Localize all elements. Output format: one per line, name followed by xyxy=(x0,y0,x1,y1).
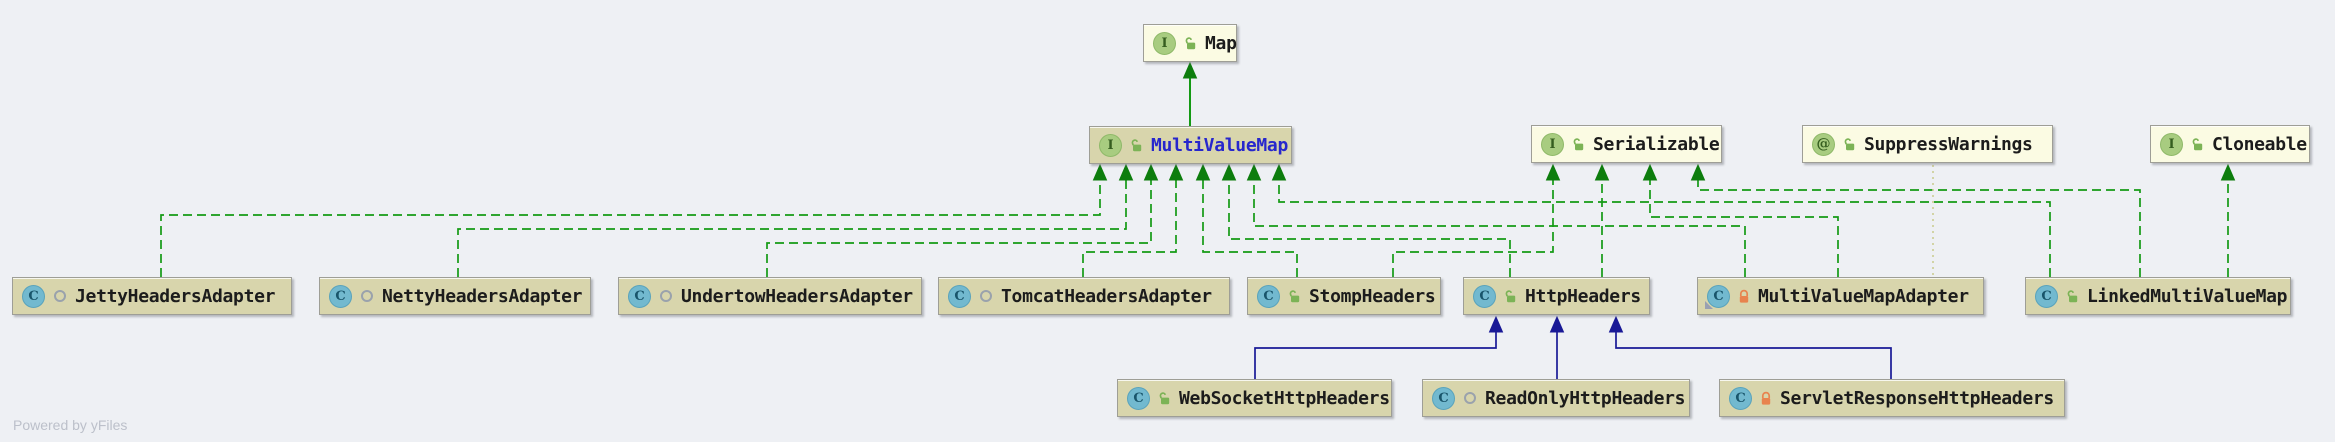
interface-icon: I xyxy=(1541,132,1564,156)
class-icon: C xyxy=(1127,386,1150,410)
edge-multivaluemap-extends-map[interactable] xyxy=(1182,61,1198,126)
yfiles-watermark: Powered by yFiles xyxy=(13,417,128,433)
node-label: Serializable xyxy=(1593,133,1720,155)
node-suppresswarnings[interactable]: @ SuppressWarnings xyxy=(1802,125,2053,163)
edge-multivaluemapadapter-implements-multivaluemap[interactable] xyxy=(1246,163,1746,277)
node-httpheaders[interactable]: C HttpHeaders xyxy=(1463,277,1650,315)
edge-websockethttpheaders-extends-httpheaders[interactable] xyxy=(1254,315,1504,379)
node-multivaluemap[interactable]: I MultiValueMap xyxy=(1089,126,1292,164)
node-undertowheadersadapter[interactable]: C UndertowHeadersAdapter xyxy=(618,277,922,315)
node-label: StompHeaders xyxy=(1309,285,1436,307)
edge-undertowheadersadapter-implements-multivaluemap[interactable] xyxy=(766,163,1159,277)
edge-readonlyhttpheaders-extends-httpheaders[interactable] xyxy=(1549,315,1565,379)
edge-linkedmultivaluemap-implements-cloneable[interactable] xyxy=(2220,163,2236,277)
node-websockethttpheaders[interactable]: C WebSocketHttpHeaders xyxy=(1117,379,1392,417)
node-label: HttpHeaders xyxy=(1525,285,1641,307)
class-icon: C xyxy=(1473,284,1496,308)
edge-linkedmultivaluemap-implements-multivaluemap[interactable] xyxy=(1271,163,2051,277)
edge-nettyheadersadapter-implements-multivaluemap[interactable] xyxy=(457,163,1134,277)
node-label: MultiValueMapAdapter xyxy=(1758,285,1969,307)
edge-stompheaders-implements-serializable[interactable] xyxy=(1392,163,1561,277)
node-label: TomcatHeadersAdapter xyxy=(1001,285,1212,307)
class-icon: C xyxy=(628,284,651,308)
public-lock-icon xyxy=(1183,36,1198,51)
edge-stompheaders-implements-multivaluemap[interactable] xyxy=(1195,163,1298,277)
public-lock-icon xyxy=(1503,289,1518,304)
node-label: Map xyxy=(1205,32,1237,54)
public-lock-icon xyxy=(1287,289,1302,304)
public-lock-icon xyxy=(1157,391,1172,406)
class-icon: C xyxy=(329,284,352,308)
interface-icon: I xyxy=(1153,31,1176,55)
node-label: MultiValueMap xyxy=(1151,134,1288,156)
node-multivaluemapadapter[interactable]: C MultiValueMapAdapter xyxy=(1697,277,1984,315)
package-private-icon xyxy=(361,290,373,302)
node-label: ReadOnlyHttpHeaders xyxy=(1485,387,1686,409)
node-jettyheadersadapter[interactable]: C JettyHeadersAdapter xyxy=(12,277,292,315)
node-map[interactable]: I Map xyxy=(1143,24,1237,62)
class-icon: C xyxy=(1257,284,1280,308)
public-lock-icon xyxy=(1129,138,1144,153)
edge-tomcatheadersadapter-implements-multivaluemap[interactable] xyxy=(1082,163,1184,277)
node-label: WebSocketHttpHeaders xyxy=(1179,387,1390,409)
edge-servletresponsehttpheaders-extends-httpheaders[interactable] xyxy=(1608,315,1892,379)
node-servletresponsehttpheaders[interactable]: C ServletResponseHttpHeaders xyxy=(1719,379,2065,417)
node-label: ServletResponseHttpHeaders xyxy=(1780,387,2054,409)
package-local-lock-icon xyxy=(1737,289,1751,304)
node-readonlyhttpheaders[interactable]: C ReadOnlyHttpHeaders xyxy=(1422,379,1690,417)
public-lock-icon xyxy=(1842,137,1857,152)
edge-jettyheadersadapter-implements-multivaluemap[interactable] xyxy=(160,163,1108,277)
edge-linkedmultivaluemap-implements-serializable[interactable] xyxy=(1690,163,2141,277)
node-nettyheadersadapter[interactable]: C NettyHeadersAdapter xyxy=(319,277,591,315)
annotation-icon: @ xyxy=(1812,132,1835,156)
node-stompheaders[interactable]: C StompHeaders xyxy=(1247,277,1441,315)
node-label: UndertowHeadersAdapter xyxy=(681,285,913,307)
node-label: Cloneable xyxy=(2212,133,2307,155)
node-linkedmultivaluemap[interactable]: C LinkedMultiValueMap xyxy=(2025,277,2291,315)
node-serializable[interactable]: I Serializable xyxy=(1531,125,1722,163)
node-label: NettyHeadersAdapter xyxy=(382,285,583,307)
node-label: JettyHeadersAdapter xyxy=(75,285,276,307)
class-icon: C xyxy=(2035,284,2058,308)
interface-icon: I xyxy=(1099,133,1122,157)
class-icon: C xyxy=(22,284,45,308)
public-lock-icon xyxy=(2190,137,2205,152)
class-icon: C xyxy=(948,284,971,308)
node-cloneable[interactable]: I Cloneable xyxy=(2150,125,2310,163)
node-label: SuppressWarnings xyxy=(1864,133,2033,155)
node-tomcatheadersadapter[interactable]: C TomcatHeadersAdapter xyxy=(938,277,1230,315)
class-icon: C xyxy=(1705,284,1730,309)
class-icon: C xyxy=(1432,386,1455,410)
package-private-icon xyxy=(1464,392,1476,404)
public-lock-icon xyxy=(1571,137,1586,152)
package-local-lock-icon xyxy=(1759,391,1773,406)
package-private-icon xyxy=(980,290,992,302)
class-icon: C xyxy=(1729,386,1752,410)
interface-icon: I xyxy=(2160,132,2183,156)
edge-httpheaders-implements-multivaluemap[interactable] xyxy=(1221,163,1511,277)
package-private-icon xyxy=(660,290,672,302)
public-lock-icon xyxy=(2065,289,2080,304)
node-label: LinkedMultiValueMap xyxy=(2087,285,2288,307)
edge-multivaluemapadapter-implements-serializable[interactable] xyxy=(1642,163,1839,277)
edge-httpheaders-implements-serializable[interactable] xyxy=(1594,163,1610,277)
package-private-icon xyxy=(54,290,66,302)
